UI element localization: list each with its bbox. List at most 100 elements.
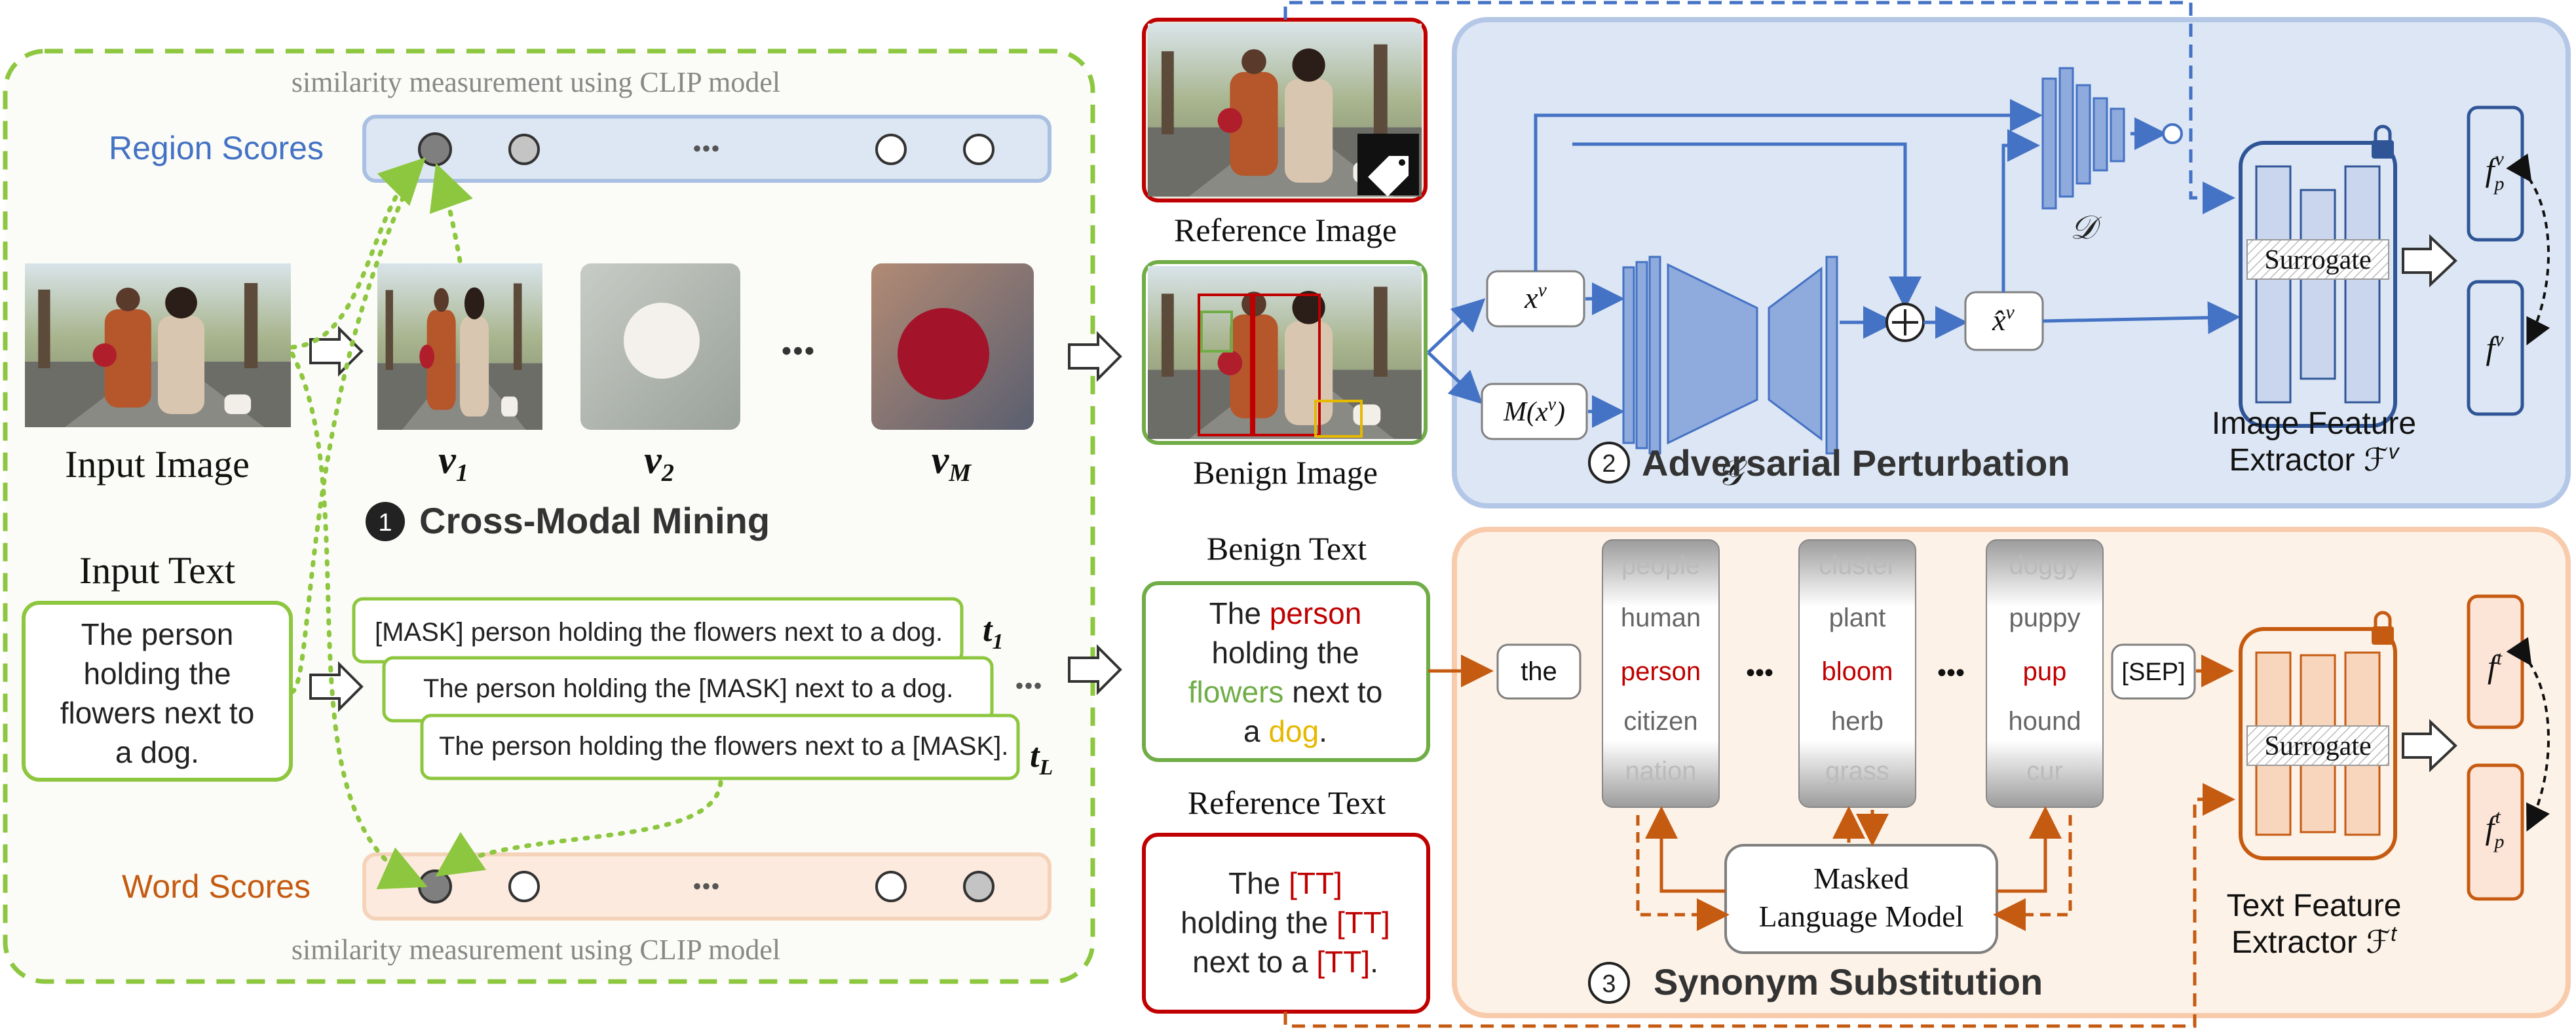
synonym-substitution-title: Synonym Substitution [1654, 961, 2043, 1002]
tL-label: tL [1030, 737, 1053, 780]
fpt-label: fpt [2486, 806, 2505, 852]
mlm-line-1: Masked [1813, 862, 1909, 895]
input-text-line-3: flowers next to [60, 696, 255, 730]
t1-label: t1 [983, 611, 1003, 654]
mxv-box [1481, 383, 1588, 440]
word-score-dot-2 [508, 871, 540, 902]
reference-text-line-3: next to a [TT]. [1192, 945, 1378, 979]
cross-modal-mining-panel: similarity measurement using CLIP model … [3, 48, 1095, 984]
step-3-number: 3 [1602, 970, 1616, 998]
step-2-badge [1588, 442, 1630, 484]
xhat-to-surrogate-arrow [2042, 301, 2241, 334]
arrow-to-benign-text [1068, 644, 1122, 695]
person-bbox [1198, 294, 1253, 436]
candidate-ellipsis-1: ••• [1746, 658, 1773, 687]
text-extractor-line1: Text Feature [2227, 888, 2402, 923]
input-text-label: Input Text [79, 549, 235, 592]
region-ellipsis: ••• [781, 332, 816, 369]
input-image-label: Input Image [65, 443, 250, 486]
xv-to-discriminator-arrow [1534, 99, 2043, 271]
benign-to-mxv-arrow [1427, 351, 1483, 404]
tag-icon [1368, 156, 1409, 197]
region-score-dot-3 [875, 134, 907, 165]
mxv-label: M(xv) [1503, 394, 1565, 427]
word-scores-bar [362, 852, 1051, 921]
image-feature-contrast-link [2506, 153, 2550, 346]
candidate-1-3: person [1621, 657, 1701, 686]
arrow-to-benign-image [1068, 331, 1122, 382]
v1-to-region-score-link [429, 162, 473, 263]
word-scores-label: Word Scores [122, 868, 311, 905]
word-score-dot-4 [963, 871, 994, 902]
region-v2-dog [624, 303, 700, 379]
candidate-2-5: grass [1825, 757, 1889, 786]
xv-to-add-arrow [1572, 142, 1922, 309]
image-extractor-line1: Image Feature [2212, 406, 2416, 441]
candidate-1-4: citizen [1623, 707, 1697, 736]
region-label-v2: v2 [644, 438, 674, 487]
input-text-line-1: The person [81, 617, 234, 651]
candidate-1-1: people [1621, 551, 1700, 580]
region-score-dot-4 [963, 134, 994, 165]
input-image [25, 263, 291, 427]
image-output-arrow [2402, 234, 2457, 288]
region-label-v1: v1 [438, 438, 468, 487]
benign-image [1148, 266, 1422, 439]
dog-bbox [1314, 400, 1363, 438]
benign-to-xv-arrow [1427, 298, 1486, 354]
step-2-number: 2 [1602, 450, 1616, 478]
step-1-badge [366, 502, 405, 541]
image-to-region-score-link [290, 157, 426, 350]
adversarial-perturbation-title: Adversarial Perturbation [1642, 442, 2070, 484]
benign-text-label: Benign Text [1207, 530, 1367, 567]
arrow-to-regions [309, 326, 364, 377]
word-score-ellipsis: ••• [692, 871, 720, 901]
xhat-to-discriminator-arrow [2001, 129, 2040, 292]
region-scores-bar [362, 115, 1051, 183]
masked-text-2: The person holding the [MASK] next to a … [423, 674, 953, 703]
region-scores-label: Region Scores [109, 130, 324, 166]
masked-text-ellipsis: ••• [1015, 671, 1042, 700]
adversarial-perturbation-panel: xv M(xv) 𝒢 x̂v [1283, 1, 2571, 508]
candidate-2-2: plant [1829, 603, 1886, 632]
reference-text-to-surrogate-link [1283, 783, 2235, 1028]
word-score-dot-3 [875, 871, 907, 902]
step-3-badge [1588, 962, 1630, 1004]
benign-text-line-3: flowers next to [1188, 675, 1383, 709]
word-score-dot-1 [418, 869, 452, 904]
candidate-3-4: hound [2008, 707, 2081, 736]
benign-text-line-4: a dog. [1243, 714, 1327, 748]
benign-text-line-1: The person [1209, 596, 1362, 630]
candidate-1-5: nation [1625, 757, 1697, 786]
reference-text-line-1: The [TT] [1228, 866, 1342, 900]
generator-network [1622, 256, 1838, 455]
masked-text-card-3 [420, 714, 1020, 780]
the-token-box [1496, 643, 1582, 700]
step-1-number: 1 [378, 509, 392, 537]
middle-column: Reference Image Benign Image Benign Text… [1068, 18, 1430, 1014]
candidate-2-1: cluster [1819, 551, 1896, 580]
mlm-to-col3-arrow [1997, 806, 2062, 893]
text-output-arrow [2402, 719, 2457, 772]
candidate-3-2: puppy [2009, 603, 2081, 632]
mlm-to-col1-arrow [1645, 806, 1726, 893]
person2-bbox [1253, 294, 1321, 436]
region-label-vM: vM [932, 438, 972, 487]
discriminator-output [2162, 123, 2183, 144]
mlm-line-2: Language Model [1759, 900, 1964, 933]
text-to-region-score-link [290, 161, 422, 695]
fpv-label: fpv [2486, 148, 2505, 195]
clip-top-caption: similarity measurement using CLIP model [292, 66, 780, 98]
image-extractor-line2: Extractor ℱv [2229, 440, 2400, 478]
col1-to-mlm-link [1636, 815, 1730, 931]
reference-image-to-surrogate-link [1283, 1, 2235, 214]
t1-to-word-score-link [435, 780, 723, 877]
reference-text-label: Reference Text [1188, 784, 1386, 821]
image-to-word-score-link [290, 351, 428, 890]
region-vM-flowers [898, 308, 989, 400]
discriminator-network [2041, 67, 2125, 210]
candidate-3-3: pup [2023, 657, 2067, 686]
xhat-label: x̂v [1992, 301, 2015, 337]
flowers-bbox [1200, 311, 1233, 353]
candidate-2-4: herb [1831, 707, 1884, 736]
